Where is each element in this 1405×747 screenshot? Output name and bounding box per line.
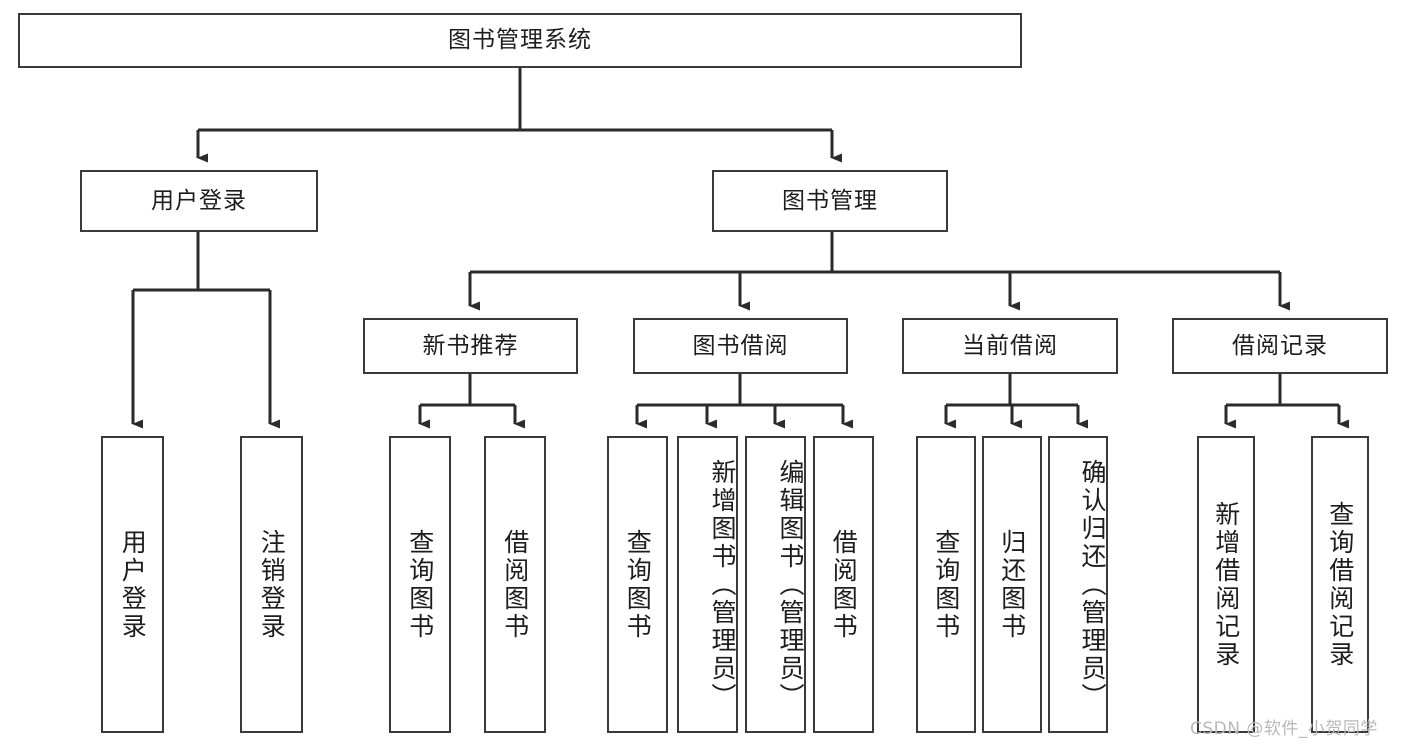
node-leaf-borrow-book[interactable]: 借阅图书	[813, 436, 874, 733]
node-label: 注销登录	[257, 528, 287, 641]
node-leaf-query-borrow-record[interactable]: 查询借阅记录	[1311, 436, 1369, 733]
node-label: 借阅图书	[829, 528, 859, 641]
node-leaf-query-book-current[interactable]: 查询图书	[916, 436, 976, 733]
node-leaf-add-book[interactable]: 新增图书（管理员）	[677, 436, 738, 733]
node-label: 新书推荐	[422, 332, 519, 359]
node-user-login[interactable]: 用户登录	[80, 170, 318, 232]
node-leaf-borrow-book-recommend[interactable]: 借阅图书	[484, 436, 546, 733]
node-label: 图书管理	[782, 187, 878, 214]
node-label: 图书管理系统	[448, 27, 592, 54]
node-label: 新增借阅记录	[1211, 500, 1241, 669]
node-book-management[interactable]: 图书管理	[712, 170, 948, 232]
watermark-text: CSDN @软件_小贺同学	[1190, 719, 1378, 739]
node-label: 查询图书	[623, 528, 653, 641]
node-leaf-query-book-recommend[interactable]: 查询图书	[389, 436, 451, 733]
node-root-book-management-system[interactable]: 图书管理系统	[18, 13, 1022, 68]
node-leaf-add-borrow-record[interactable]: 新增借阅记录	[1197, 436, 1255, 733]
node-label: 确认归还（管理员）	[1078, 458, 1107, 711]
node-leaf-edit-book[interactable]: 编辑图书（管理员）	[745, 436, 806, 733]
node-label: 新增图书（管理员）	[708, 458, 737, 711]
node-label: 借阅记录	[1232, 332, 1328, 359]
node-label: 查询借阅记录	[1325, 500, 1355, 669]
node-label: 借阅图书	[500, 528, 530, 641]
node-leaf-logout-login[interactable]: 注销登录	[240, 436, 303, 733]
node-current-borrow[interactable]: 当前借阅	[902, 318, 1118, 374]
node-new-book-recommend[interactable]: 新书推荐	[363, 318, 578, 374]
node-label: 图书借阅	[692, 332, 789, 359]
node-borrow-record[interactable]: 借阅记录	[1172, 318, 1388, 374]
node-leaf-user-login[interactable]: 用户登录	[101, 436, 164, 733]
node-label: 用户登录	[151, 187, 247, 214]
node-leaf-query-book-borrow[interactable]: 查询图书	[607, 436, 668, 733]
node-label: 查询图书	[931, 528, 961, 641]
node-label: 查询图书	[405, 528, 435, 641]
node-book-borrow[interactable]: 图书借阅	[633, 318, 848, 374]
node-leaf-return-book[interactable]: 归还图书	[982, 436, 1042, 733]
node-leaf-confirm-return[interactable]: 确认归还（管理员）	[1048, 436, 1108, 733]
node-label: 编辑图书（管理员）	[776, 458, 805, 711]
node-label: 用户登录	[118, 528, 148, 641]
node-label: 当前借阅	[962, 332, 1058, 359]
node-label: 归还图书	[997, 528, 1027, 641]
